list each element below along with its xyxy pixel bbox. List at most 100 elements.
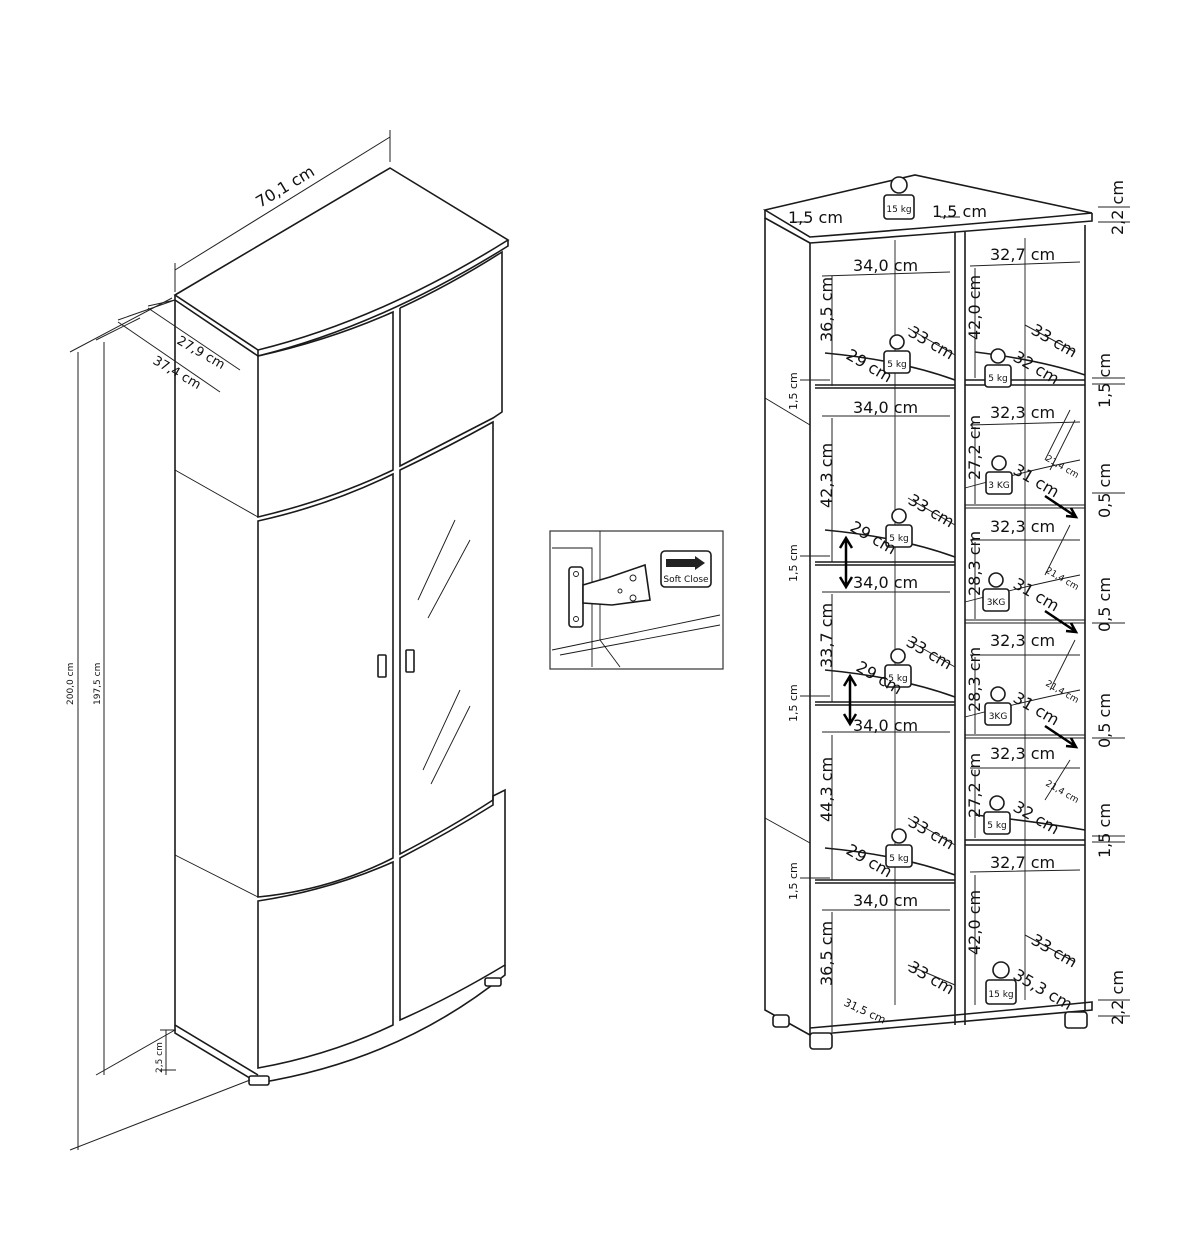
weight-right-wood-2: 5 kg (983, 795, 1011, 835)
hinge-screw (629, 594, 637, 602)
middle-right-door (399, 420, 494, 856)
right-bottom-width-label: 32,7 cm (990, 853, 1055, 872)
svg-text:15 kg: 15 kg (886, 205, 911, 215)
glass-arrow-icon (1044, 724, 1079, 749)
right-top-height-label: 42,0 cm (965, 275, 984, 340)
thickness-ticks (800, 206, 1130, 1017)
weight-left-1: 5 kg (883, 334, 911, 374)
hinge-screw (629, 574, 637, 582)
left-width-label-5: 34,0 cm (853, 891, 918, 910)
svg-text:15 kg: 15 kg (988, 990, 1013, 1000)
glass-reflection (417, 519, 471, 785)
bottom-thickness-label: 2,2 cm (1108, 970, 1127, 1025)
right-depth-lines (1024, 324, 1076, 963)
glass-reflections (1044, 409, 1076, 801)
side-seam-bottom (174, 470, 259, 898)
svg-text:5 kg: 5 kg (988, 374, 1008, 384)
handle-right (405, 649, 415, 673)
left-shelf-thickness-label-2: 1,5 cm (787, 544, 800, 582)
weight-right-glass-3: 3KG (984, 686, 1012, 726)
left-shelf-thickness-label-4: 1,5 cm (787, 862, 800, 900)
width-dimension-line (174, 130, 391, 292)
weight-right-glass-1: 3 KG (985, 455, 1013, 495)
cabinet-top (173, 167, 510, 351)
hinge-plate (568, 566, 584, 628)
adjust-arrow-icon (838, 535, 854, 590)
right-glass-height-label-1: 27,2 cm (965, 415, 984, 480)
right-top-width-label: 32,7 cm (990, 245, 1055, 264)
left-width-label-2: 34,0 cm (853, 398, 918, 417)
left-width-label-1: 34,0 cm (853, 256, 918, 275)
left-width-lines (821, 271, 951, 911)
right-front-depth-label-1: 32 cm (1010, 347, 1063, 388)
glass-thickness-label-2: 0,5 cm (1095, 577, 1114, 632)
svg-text:5 kg: 5 kg (889, 534, 909, 544)
top-thickness-label: 2,2 cm (1108, 180, 1127, 235)
body-height-label: 197,5 cm (93, 663, 103, 705)
svg-text:3KG: 3KG (987, 598, 1006, 608)
hinge-inset: Soft Close (549, 530, 724, 670)
total-height-label: 200,0 cm (66, 663, 76, 705)
right-front-depth-label-2: 32 cm (1010, 797, 1063, 838)
right-inner-width-label-2: 32,3 cm (990, 517, 1055, 536)
width-label: 70,1 cm (252, 162, 318, 212)
foot-dimension-line (160, 1029, 176, 1075)
hinge-screw (573, 616, 579, 622)
top-left-door (257, 310, 394, 519)
interior-side (764, 218, 811, 1036)
handle-left (377, 654, 387, 678)
back-panel-lines (894, 238, 1026, 1005)
soft-close-label: Soft Close (663, 575, 709, 585)
foot-height-label: 2,5 cm (155, 1042, 165, 1073)
left-height-label-4: 44,3 cm (817, 757, 836, 822)
svg-text:5 kg: 5 kg (987, 821, 1007, 831)
left-width-label-4: 34,0 cm (853, 716, 918, 735)
left-height-label-3: 33,7 cm (817, 603, 836, 668)
left-depth-lines (907, 327, 956, 986)
glass-width-label-3: 21,4 cm (1044, 679, 1081, 706)
right-wood-depth-label-2: 33 cm (1028, 930, 1081, 971)
hinge-screw (617, 588, 623, 594)
glass-thickness-label-1: 0,5 cm (1095, 463, 1114, 518)
glass-width-label-2: 21,4 cm (1044, 566, 1081, 593)
left-width-label-3: 34,0 cm (853, 573, 918, 592)
right-glass-height-label-2: 28,3 cm (965, 531, 984, 596)
svg-text:5 kg: 5 kg (888, 674, 908, 684)
left-depth-a-label-2: 33 cm (905, 490, 958, 531)
bottom-left-door (257, 860, 394, 1069)
hinge-panels (551, 531, 721, 668)
glass-thickness-label-3: 0,5 cm (1095, 693, 1114, 748)
right-glass-depth-label-3: 31 cm (1010, 688, 1063, 729)
left-depth-a-label-4: 33 cm (905, 812, 958, 853)
right-width-lines (969, 261, 1081, 873)
glass-arrow-icon (1044, 609, 1079, 634)
weight-bottom: 15 kg (985, 961, 1017, 1005)
interior-top-edge (764, 210, 1093, 244)
interior-view: 15 kg 15 kg 5 kg 5 kg 5 kg 5 kg (762, 174, 1130, 1050)
left-shelf-thickness-label-1: 1,5 cm (787, 372, 800, 410)
side-seams (764, 397, 811, 844)
cabinet-3d-view: 70,1 cm 27,9 cm 37,4 cm 200,0 cm 197,5 c… (66, 130, 510, 1151)
height-dimension-lines (69, 297, 251, 1151)
top-right-door (399, 250, 503, 468)
right-inner-width-label-3: 32,3 cm (990, 631, 1055, 650)
wood-thickness-label-2: 1,5 cm (1095, 803, 1114, 858)
cabinet-plinth (174, 965, 506, 1084)
weight-left-2: 5 kg (885, 508, 913, 548)
middle-left-door (257, 472, 394, 898)
left-height-label-1: 36,5 cm (817, 277, 836, 342)
left-bottom-depth-b-label: 31,5 cm (842, 996, 888, 1027)
cabinet-side-panel (174, 300, 259, 1076)
glass-width-label-4: 21,4 cm (1044, 779, 1081, 806)
depth-dimension-lines (117, 299, 241, 393)
right-inner-width-label-4: 32,3 cm (990, 744, 1055, 763)
panel-thickness-lines (790, 216, 960, 223)
bottom-right-door (399, 788, 506, 1022)
interior-bottom (809, 1001, 1093, 1036)
hinge-screw (573, 571, 579, 577)
svg-text:5 kg: 5 kg (889, 854, 909, 864)
left-height-label-5: 36,5 cm (817, 921, 836, 986)
weight-left-3: 5 kg (884, 648, 912, 688)
left-height-label-2: 42,3 cm (817, 443, 836, 508)
